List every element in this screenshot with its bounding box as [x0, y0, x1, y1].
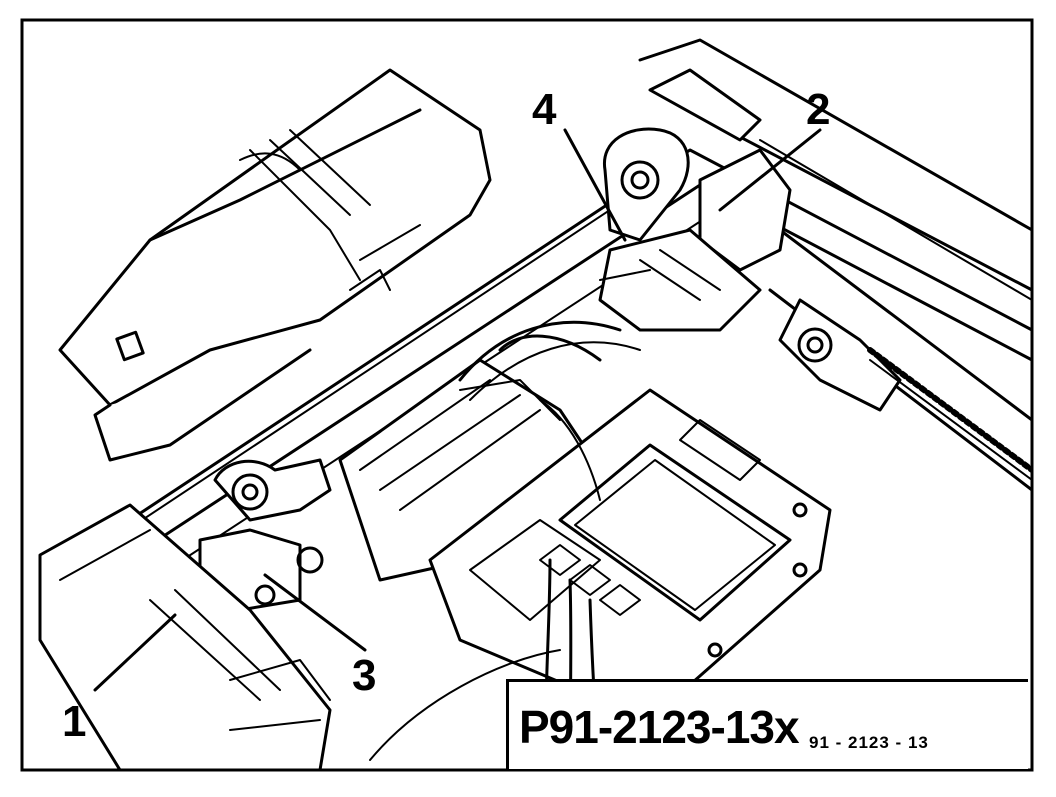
control-module — [428, 388, 832, 722]
reference-number: P91-2123-13x — [519, 701, 800, 753]
leader-4 — [563, 128, 627, 242]
reference-label-box: P91-2123-13x 91 - 2123 - 13 — [506, 679, 1028, 769]
leader-1 — [93, 613, 177, 692]
leader-2 — [718, 128, 822, 212]
callout-1: 1 — [62, 697, 87, 746]
leader-3 — [263, 573, 367, 652]
rack-assembly — [768, 228, 1032, 492]
motor-housing — [58, 68, 492, 462]
callout-2: 2 — [806, 85, 831, 134]
leader-lines — [93, 128, 822, 692]
callout-3: 3 — [352, 651, 377, 700]
callout-4: 4 — [532, 85, 557, 134]
reference-number-small: 91 - 2123 - 13 — [809, 733, 929, 752]
lower-pivot-bracket — [38, 458, 332, 770]
upper-pivot-bracket — [598, 68, 792, 332]
